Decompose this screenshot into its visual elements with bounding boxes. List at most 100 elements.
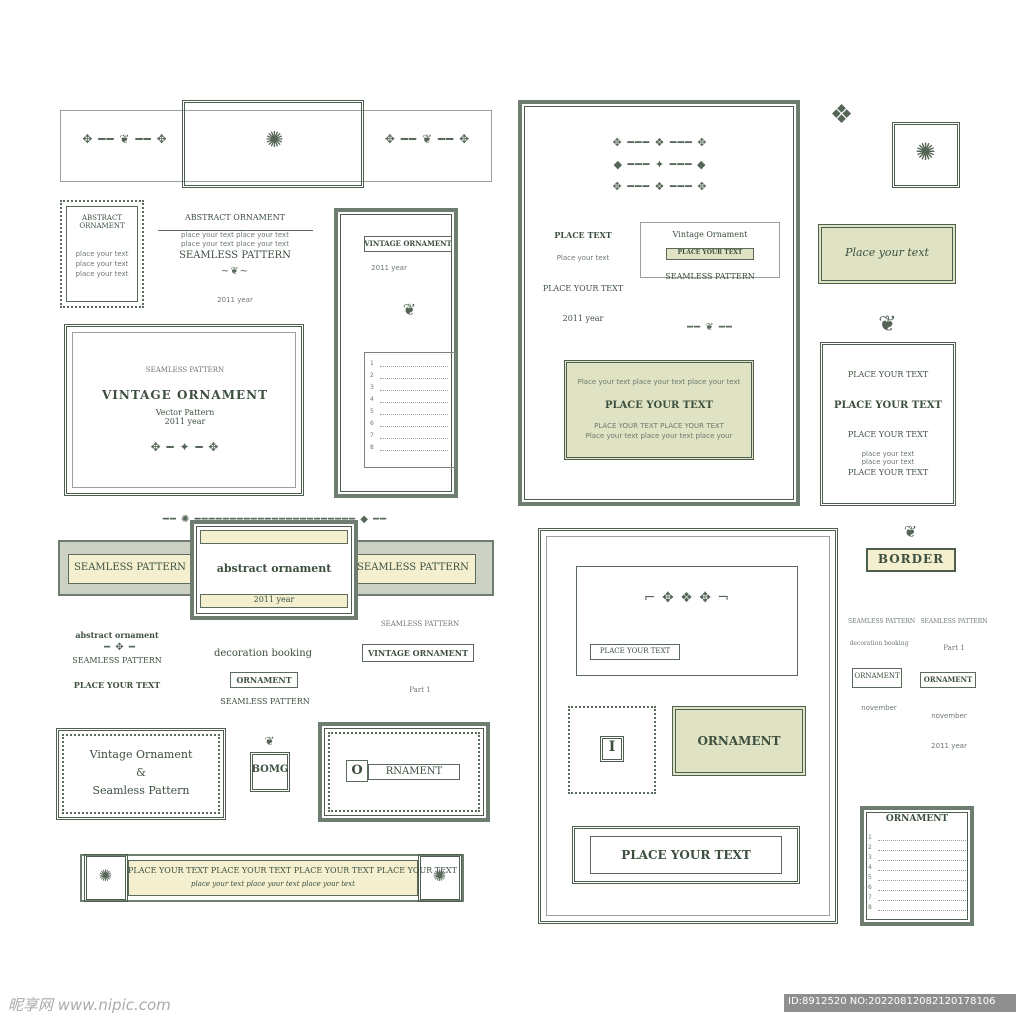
tl-abstract-ornament-inner	[66, 206, 138, 302]
bl-cross-flourish: ━ ✥ ━	[104, 642, 136, 653]
bl-part: Part 1	[409, 686, 431, 694]
bl-ornament-frame	[318, 722, 490, 822]
tl-abstract-ornament-title: ABSTRACT ORNAMENT	[79, 214, 125, 230]
bl-bomg: BOMG	[251, 764, 289, 775]
tl-header-flourish-right: ✥ ━━ ❦ ━━ ✥	[384, 132, 471, 146]
list-line	[878, 910, 966, 911]
br-seamless-pattern-2: SEAMLESS PATTERN	[920, 618, 988, 625]
tr-main-frame	[518, 100, 800, 506]
list-number: 5	[370, 408, 374, 415]
bl-ornament-banner: RNAMENT	[385, 766, 443, 777]
tr-side-frame	[820, 342, 956, 506]
tr-corner-ornament-square	[892, 122, 960, 188]
list-number: 2	[370, 372, 374, 379]
bl-ornament-initial: O	[351, 763, 363, 778]
footer-logo: 昵享网 www.nipic.com	[8, 996, 171, 1014]
list-line	[380, 402, 448, 403]
list-number: 5	[868, 874, 872, 881]
list-number: 3	[370, 384, 374, 391]
bl-abstract-ornament: abstract ornament	[216, 562, 332, 575]
br-ornament-box	[672, 706, 806, 776]
bl-seamless-pattern-mid: SEAMLESS PATTERN	[72, 656, 162, 665]
br-list-title: ORNAMENT	[885, 814, 949, 824]
tl-notebook-list	[364, 352, 456, 468]
list-line	[878, 900, 966, 901]
list-line	[878, 860, 966, 861]
tl-place-text-long-2: place your text place your text	[181, 240, 289, 248]
tr-vintage-ornament: Vintage Ornament	[672, 230, 748, 239]
br-place-your-text-big: PLACE YOUR TEXT	[621, 848, 751, 862]
tl-place-text-long-1: place your text place your text	[181, 231, 289, 239]
tr-place-your-text: PLACE YOUR TEXT	[542, 284, 624, 293]
tl-place-text-3: place your text	[75, 270, 129, 278]
tr-corner-ornament-left: ❖	[829, 100, 855, 130]
tr-box-line2: PLACE YOUR TEXT PLACE YOUR TEXT	[594, 422, 724, 430]
bl-seamless-pattern-top: SEAMLESS PATTERN	[380, 620, 460, 628]
bl-top-flourish: ━━ ✺ ━━━━━━━━━━━━━━━━━━━━━━━ ◆ ━━	[162, 514, 388, 525]
bl-vintage-amp: &	[136, 766, 146, 779]
bl-ornament-tag	[230, 672, 298, 688]
list-line	[380, 390, 448, 391]
list-number: 8	[370, 444, 374, 451]
bl-banner-line2: place your text place your text place yo…	[191, 880, 355, 888]
tr-seamless-pattern: SEAMLESS PATTERN	[665, 272, 755, 281]
tl-vintage-ornament: VINTAGE ORNAMENT	[101, 388, 269, 402]
list-number: 1	[868, 834, 872, 841]
bl-ornament-initial-box	[346, 760, 368, 782]
list-line	[878, 880, 966, 881]
tr-side-small-1: place your text	[861, 450, 915, 458]
tl-header-flourish-left: ✥ ━━ ❦ ━━ ✥	[82, 132, 168, 146]
bl-bomg-box	[250, 752, 290, 792]
tr-top-ornament-row-3: ✥ ━━━ ❖ ━━━ ✥	[612, 180, 708, 193]
bl-bomg-crest: ❦	[264, 734, 276, 748]
tl-header-medallion: ✺	[265, 128, 285, 153]
br-initial-box	[600, 736, 624, 762]
tr-top-ornament-row: ✥ ━━━ ❖ ━━━ ✥	[612, 136, 708, 149]
tr-side-place-3: PLACE YOUR TEXT	[847, 468, 929, 477]
list-line	[878, 850, 966, 851]
tl-seamless-flourish: ~❦~	[220, 266, 250, 277]
tr-place-your-text-small: Place your text	[556, 254, 610, 262]
br-big-banner	[572, 826, 800, 884]
bl-seamless-pattern-right: SEAMLESS PATTERN	[357, 562, 469, 573]
bl-seamless-pattern-lower: SEAMLESS PATTERN	[220, 697, 310, 706]
bl-vintage-frame	[56, 728, 226, 820]
bl-bottom-banner	[80, 854, 464, 902]
tl-header-banner	[60, 110, 492, 182]
tr-box-line3: Place your text place your text place yo…	[585, 432, 733, 440]
tr-place-text: PLACE TEXT	[554, 230, 612, 240]
bl-ornament-banner-tag	[368, 764, 460, 780]
br-border-crest: ❦	[903, 522, 919, 541]
tl-year: 2011 year	[164, 417, 206, 426]
tr-top-ornament-row-2: ◆ ━━━ ✦ ━━━ ◆	[613, 158, 707, 171]
bl-banner-right-icon: ✺	[432, 866, 448, 885]
list-line	[380, 414, 448, 415]
tl-vector-pattern: Vector Pattern	[155, 408, 215, 417]
tr-box-title: PLACE YOUR TEXT	[605, 400, 713, 411]
list-line	[878, 890, 966, 891]
br-ornament: ORNAMENT	[697, 734, 781, 748]
bl-vintage-frame-dots	[62, 734, 220, 814]
list-line	[878, 840, 966, 841]
bl-vintage-ornament-tag	[362, 644, 474, 662]
tr-year: 2011 year	[562, 314, 604, 323]
tr-side-crest: ❦	[878, 312, 898, 337]
tl-banner-rule	[158, 230, 313, 231]
tr-place-your-text-script: Place your text	[845, 246, 929, 259]
br-part: Part 1	[943, 644, 965, 652]
tl-seamless-pattern: SEAMLESS PATTERN	[179, 250, 291, 261]
br-initial-frame	[568, 706, 656, 794]
br-place-text-tag	[590, 644, 680, 660]
tr-side-small-2: place your text	[861, 458, 915, 466]
br-main-frame	[538, 528, 838, 924]
bl-abstract-ornament-small: abstract ornament	[75, 630, 159, 640]
tl-year-tag: 2011 year	[371, 264, 407, 272]
bl-banner-line1: PLACE YOUR TEXT PLACE YOUR TEXT PLACE YO…	[128, 866, 457, 875]
tl-notebook-flourish: ❦	[402, 300, 418, 319]
bl-decoration-booking: decoration booking	[213, 648, 313, 659]
bl-bottom-banner-cream	[128, 860, 418, 896]
br-ornament-small: ORNAMENT	[854, 672, 900, 680]
bl-banner-left-icon: ✺	[98, 866, 114, 885]
list-number: 4	[868, 864, 872, 871]
tr-ornament-tag-text: PLACE YOUR TEXT	[677, 249, 743, 256]
